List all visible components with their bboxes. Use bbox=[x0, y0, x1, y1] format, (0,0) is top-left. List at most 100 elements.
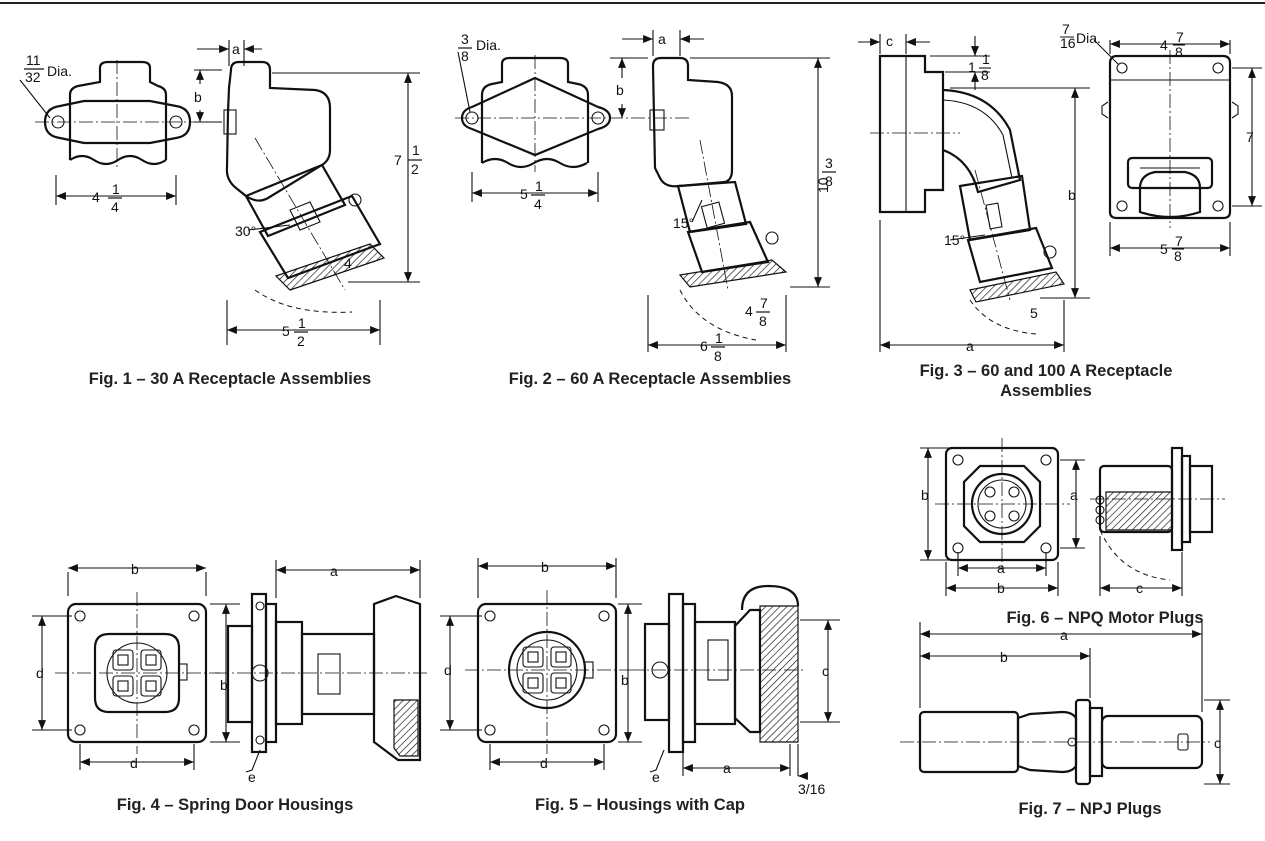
fig1-dim-a: a bbox=[232, 41, 240, 57]
fig3-width-num: 7 bbox=[1176, 29, 1184, 45]
fig5-dim-b-top: b bbox=[541, 559, 549, 575]
fig1-side-view bbox=[223, 60, 386, 313]
fig5-front-view bbox=[465, 590, 630, 754]
fig3-hole-dia-label: Dia. bbox=[1076, 30, 1101, 46]
fig2-side-view bbox=[649, 56, 788, 341]
fig3-top-whole: 1 bbox=[968, 59, 976, 75]
fig5-dim-a: a bbox=[723, 760, 731, 776]
fig4-dimensions bbox=[32, 560, 421, 773]
fig1-hole-dia-label: Dia. bbox=[47, 63, 72, 79]
fig1-depth-den: 2 bbox=[297, 333, 305, 349]
fig6-caption: Fig. 6 – NPQ Motor Plugs bbox=[1006, 609, 1204, 627]
fig3-drawing: c 1 1 8 b a 15° 5 7 16 Dia. 4 7 8 7 5 7 … bbox=[858, 21, 1262, 354]
fig2-drawing: 3 8 Dia. a b 5 1 4 10 3 8 6 1 8 15° 4 7 … bbox=[455, 30, 836, 364]
fig3-width-den: 8 bbox=[1175, 44, 1183, 60]
fig3-side-view bbox=[870, 54, 1065, 335]
fig1-width-num: 1 bbox=[112, 181, 120, 197]
fig2-caption: Fig. 2 – 60 A Receptacle Assemblies bbox=[508, 370, 792, 388]
fig5-gap-label: 3/16 bbox=[798, 781, 825, 797]
fig3-dim-b: b bbox=[1068, 187, 1076, 203]
fig2-depth-num: 1 bbox=[715, 330, 723, 346]
fig5-dim-d-left: d bbox=[444, 662, 452, 678]
fig4-drawing: b d d b a e bbox=[32, 560, 430, 785]
fig5-drawing: b d d b c a e 3/16 bbox=[440, 558, 840, 797]
fig7-dimensions bbox=[919, 622, 1230, 785]
fig4-side-view bbox=[215, 592, 430, 762]
fig1-hole-num: 11 bbox=[26, 52, 41, 68]
fig3-height: 7 bbox=[1246, 129, 1254, 145]
fig3-front-view bbox=[1101, 50, 1239, 228]
fig3-base-num: 7 bbox=[1175, 233, 1183, 249]
fig3-arc: 5 bbox=[1030, 305, 1038, 321]
fig6-dim-c: c bbox=[1136, 580, 1143, 596]
fig5-dim-e: e bbox=[652, 769, 660, 785]
fig5-dimensions bbox=[440, 558, 840, 780]
fig7-drawing: a b c bbox=[900, 622, 1230, 786]
fig2-dim-b: b bbox=[616, 82, 624, 98]
fig2-labels: 3 8 Dia. a b 5 1 4 10 3 8 6 1 8 15° 4 7 … bbox=[458, 31, 836, 364]
fig6-dim-b-left: b bbox=[921, 487, 929, 503]
fig4-labels: b d d b a e bbox=[36, 561, 338, 785]
fig2-height-num: 3 bbox=[825, 155, 833, 171]
fig4-dim-b-side: b bbox=[220, 677, 228, 693]
fig6-dim-b-bottom: b bbox=[997, 580, 1005, 596]
fig5-caption: Fig. 5 – Housings with Cap bbox=[535, 796, 745, 814]
fig7-dim-c: c bbox=[1214, 735, 1221, 751]
fig1-height-num: 1 bbox=[412, 142, 420, 158]
fig7-caption: Fig. 7 – NPJ Plugs bbox=[1018, 800, 1162, 818]
fig2-height-den: 8 bbox=[825, 173, 833, 189]
fig4-dim-b-top: b bbox=[131, 561, 139, 577]
fig6-dim-a-bottom: a bbox=[997, 560, 1005, 576]
fig2-width-den: 4 bbox=[534, 196, 542, 212]
fig3-base-whole: 5 bbox=[1160, 241, 1168, 257]
fig4-dim-d-left: d bbox=[36, 665, 44, 681]
fig1-depth-num: 1 bbox=[298, 315, 306, 331]
fig3-labels: c 1 1 8 b a 15° 5 7 16 Dia. 4 7 8 7 5 7 … bbox=[886, 21, 1254, 354]
fig3-angle: 15° bbox=[944, 232, 965, 248]
fig2-height-whole: 10 bbox=[815, 177, 831, 193]
fig2-hole-den: 8 bbox=[461, 48, 469, 64]
fig2-arc-whole: 4 bbox=[745, 303, 753, 319]
fig7-dim-b: b bbox=[1000, 649, 1008, 665]
fig3-hole-num: 7 bbox=[1062, 21, 1070, 37]
fig1-width-den: 4 bbox=[111, 199, 119, 215]
fig1-labels: 11 32 Dia. a b 4 1 4 7 1 2 5 1 2 30° 4 bbox=[24, 41, 422, 349]
fig2-hole-num: 3 bbox=[461, 31, 469, 47]
fig1-drawing: 11 32 Dia. a b 4 1 4 7 1 2 5 1 2 30° 4 bbox=[19, 40, 422, 349]
fig4-dim-e: e bbox=[248, 769, 256, 785]
fig2-depth-den: 8 bbox=[714, 348, 722, 364]
fig2-dim-a: a bbox=[658, 31, 666, 47]
fig4-caption: Fig. 4 – Spring Door Housings bbox=[116, 796, 354, 814]
fig5-dim-b-side: b bbox=[621, 672, 629, 688]
fig6-labels: b a a b c bbox=[921, 487, 1143, 596]
fig1-depth-whole: 5 bbox=[282, 323, 290, 339]
fig3-top-den: 8 bbox=[981, 67, 989, 83]
fig1-front-view bbox=[35, 60, 200, 170]
fig6-dim-a-right: a bbox=[1070, 487, 1078, 503]
fig1-arc: 4 bbox=[344, 255, 352, 271]
fig3-dimensions bbox=[858, 34, 1262, 352]
fig5-labels: b d d b c a e 3/16 bbox=[444, 559, 829, 797]
fig1-caption: Fig. 1 – 30 A Receptacle Assemblies bbox=[88, 370, 372, 388]
fig4-dim-d-bottom: d bbox=[130, 755, 138, 771]
fig6-side-view bbox=[1090, 446, 1225, 581]
fig1-dimensions bbox=[19, 40, 420, 345]
fig6-front-view bbox=[935, 438, 1070, 570]
fig3-dim-a: a bbox=[966, 338, 974, 354]
fig2-front-view bbox=[455, 55, 690, 172]
fig2-width-num: 1 bbox=[535, 178, 543, 194]
fig3-caption: Fig. 3 – 60 and 100 A Receptacle Assembl… bbox=[919, 362, 1173, 400]
fig1-width-whole: 4 bbox=[92, 189, 100, 205]
fig2-hole-dia-label: Dia. bbox=[476, 37, 501, 53]
fig3-width-whole: 4 bbox=[1160, 37, 1168, 53]
fig7-side-view bbox=[900, 698, 1210, 786]
fig3-top-num: 1 bbox=[982, 51, 990, 67]
fig1-angle: 30° bbox=[235, 223, 256, 239]
fig1-hole-den: 32 bbox=[25, 69, 41, 85]
fig2-width-whole: 5 bbox=[520, 186, 528, 202]
fig7-labels: a b c bbox=[1000, 627, 1221, 751]
fig1-height-whole: 7 bbox=[394, 152, 402, 168]
fig2-arc-den: 8 bbox=[759, 313, 767, 329]
fig2-dimensions bbox=[457, 30, 830, 352]
